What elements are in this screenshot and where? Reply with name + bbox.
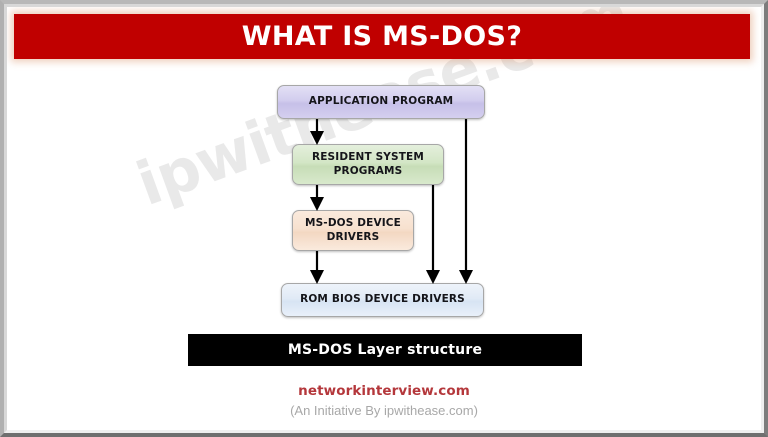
title-banner: WHAT IS MS-DOS? <box>14 14 750 59</box>
caption-text: MS-DOS Layer structure <box>287 342 483 358</box>
node-label: RESIDENT SYSTEM PROGRAMS <box>312 150 424 177</box>
node-rom-bios-device-drivers: ROM BIOS DEVICE DRIVERS <box>281 283 484 317</box>
node-application-program: APPLICATION PROGRAM <box>277 85 485 119</box>
node-ms-dos-device-drivers: MS-DOS DEVICE DRIVERS <box>292 210 414 251</box>
footer: networkinterview.com (An Initiative By i… <box>0 383 768 418</box>
node-resident-system-programs: RESIDENT SYSTEM PROGRAMS <box>292 144 444 185</box>
ms-dos-layer-diagram: APPLICATION PROGRAM RESIDENT SYSTEM PROG… <box>0 60 768 330</box>
caption-banner: MS-DOS Layer structure <box>188 334 582 366</box>
footer-brand: networkinterview.com <box>298 383 470 399</box>
node-label: APPLICATION PROGRAM <box>308 95 454 108</box>
footer-tagline: (An Initiative By ipwithease.com) <box>290 403 478 418</box>
page-title: WHAT IS MS-DOS? <box>241 21 523 52</box>
node-label: MS-DOS DEVICE DRIVERS <box>305 216 401 243</box>
node-label: ROM BIOS DEVICE DRIVERS <box>300 293 465 306</box>
